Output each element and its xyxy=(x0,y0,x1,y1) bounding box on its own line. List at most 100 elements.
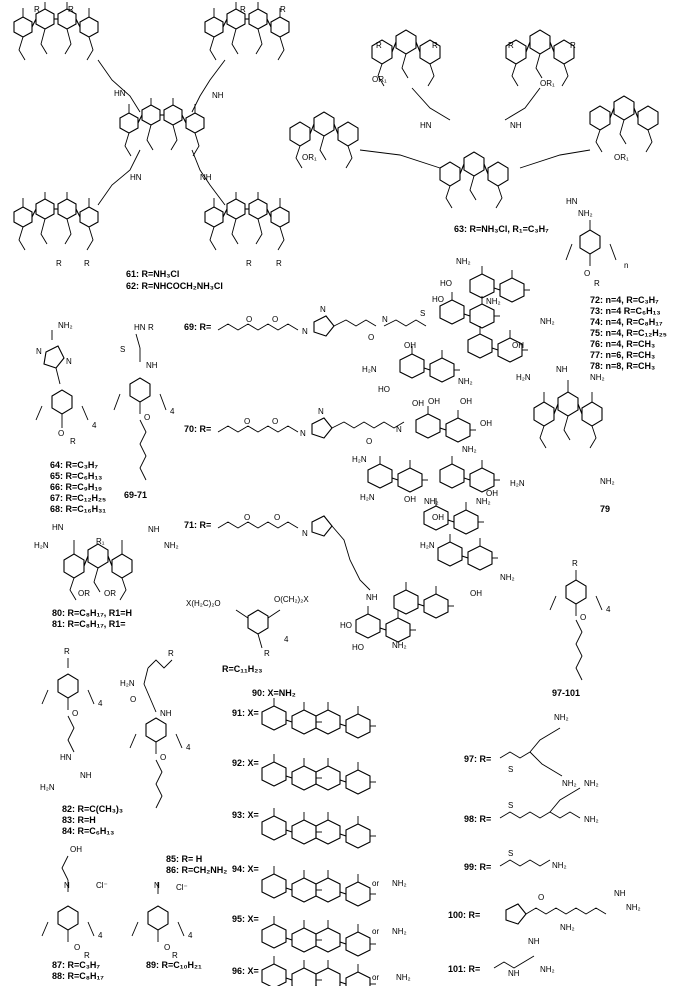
label-66: 66: R=C₉H₁₉ xyxy=(50,482,102,492)
atom-four: 4 xyxy=(98,931,103,940)
atom-nh2: NH₂ xyxy=(560,923,575,932)
atom-four: 4 xyxy=(170,407,175,416)
label-96: 96: X= xyxy=(232,966,259,976)
atom-nh: NH xyxy=(80,771,92,780)
label-77: 77: n=6, R=CH₃ xyxy=(590,350,655,360)
atom-r: R xyxy=(84,951,90,960)
structure-61-62 xyxy=(13,1,290,251)
atom-nh: NH xyxy=(200,173,212,182)
atom-nh: NH xyxy=(160,709,172,718)
atom-xchain-left: X(H₂C)₂O xyxy=(186,599,221,608)
or-text: or xyxy=(372,973,379,982)
atom-n: N xyxy=(302,529,308,538)
atom-s: S xyxy=(508,765,513,774)
atom-oh: OH xyxy=(404,341,416,350)
atom-o: O xyxy=(58,429,64,438)
atom-oh: OH xyxy=(460,397,472,406)
atom-hn: HN xyxy=(52,523,64,532)
r-group-100 xyxy=(505,903,607,925)
atom-n: N xyxy=(318,407,324,416)
label-100: 100: R= xyxy=(448,910,480,920)
atom-o: O xyxy=(74,943,80,952)
structure-89 xyxy=(131,882,185,942)
atom-h2n: H₂N xyxy=(362,365,377,374)
sugar-row-96 xyxy=(261,955,377,986)
atom-nh2: NH₂ xyxy=(392,641,407,650)
atom-nh2: NH₂ xyxy=(500,573,515,582)
atom-oh: OH xyxy=(412,399,424,408)
atom-h2n: H₂N xyxy=(516,373,531,382)
atom-o: O xyxy=(272,315,278,324)
atom-o: O xyxy=(368,333,374,342)
atom-h2n: H₂N xyxy=(40,783,55,792)
atom-r: R xyxy=(148,323,154,332)
atom-or1: OR₁ xyxy=(372,75,387,84)
atom-or1: OR₁ xyxy=(302,153,317,162)
label-78: 78: n=8, R=CH₃ xyxy=(590,361,655,371)
sugar-row-95 xyxy=(261,915,377,957)
structure-72-78 xyxy=(565,220,617,266)
atom-nh: NH xyxy=(614,889,626,898)
label-r-c11: R=C₁₁H₂₃ xyxy=(222,664,262,674)
atom-o: O xyxy=(538,893,544,902)
atom-r: R xyxy=(240,5,246,14)
label-73: 73: n=4 R=C₆H₁₃ xyxy=(590,306,661,316)
atom-ho: HO xyxy=(440,279,452,288)
r-group-97 xyxy=(499,727,563,777)
structure-69-71 xyxy=(113,333,167,481)
atom-o: O xyxy=(244,513,250,522)
atom-r: R xyxy=(64,647,70,656)
atom-nh2: NH₂ xyxy=(584,779,599,788)
atom-n: N xyxy=(396,425,402,434)
atom-s: S xyxy=(120,345,125,354)
atom-four: 4 xyxy=(92,421,97,430)
label-95: 95: X= xyxy=(232,914,259,924)
atom-s: S xyxy=(508,849,513,858)
atom-h2n: H₂N xyxy=(34,541,49,550)
sugar-row-93 xyxy=(261,807,377,849)
label-92: 92: X= xyxy=(232,758,259,768)
label-62: 62: R=NHCOCH₂NH₃Cl xyxy=(126,281,223,291)
atom-h2n: H₂N xyxy=(360,493,375,502)
atom-oh: OH xyxy=(480,419,492,428)
r-group-71 xyxy=(217,497,499,643)
structure-90-96 xyxy=(235,609,281,649)
label-94: 94: X= xyxy=(232,864,259,874)
structure-85-86 xyxy=(129,659,183,809)
label-71: 71: R= xyxy=(184,520,211,530)
atom-nh: NH xyxy=(510,121,522,130)
atom-nh2: NH₂ xyxy=(58,321,73,330)
sugar-row-92 xyxy=(261,753,377,795)
atom-r: R xyxy=(264,649,270,658)
label-90: 90: X=NH₂ xyxy=(252,688,296,698)
atom-nh2: NH₂ xyxy=(486,297,501,306)
label-83: 83: R=H xyxy=(62,815,96,825)
label-65: 65: R=C₆H₁₃ xyxy=(50,471,102,481)
atom-nh2: NH₂ xyxy=(392,879,407,888)
atom-n: N xyxy=(66,357,72,366)
label-88: 88: R=C₈H₁₇ xyxy=(52,971,104,981)
atom-n: N xyxy=(300,429,306,438)
atom-o: O xyxy=(580,613,586,622)
atom-o: O xyxy=(160,753,166,762)
atom-o: O xyxy=(130,695,136,704)
atom-nh2: NH₂ xyxy=(584,815,599,824)
atom-r: R xyxy=(56,259,62,268)
atom-h2n: H₂N xyxy=(510,479,525,488)
label-76: 76: n=4, R=CH₃ xyxy=(590,339,655,349)
structure-64-68 xyxy=(35,330,89,428)
atom-h2n: H₂N xyxy=(120,679,135,688)
atom-n-sub: n xyxy=(624,261,628,270)
atom-nh2: NH₂ xyxy=(554,713,569,722)
atom-o: O xyxy=(272,417,278,426)
structure-82-84 xyxy=(41,658,95,753)
atom-hn: HN xyxy=(60,753,72,762)
atom-o: O xyxy=(244,417,250,426)
structure-79 xyxy=(533,380,603,449)
atom-nh2: NH₂ xyxy=(458,377,473,386)
atom-nh: NH xyxy=(528,937,540,946)
atom-hn: HN xyxy=(130,173,142,182)
atom-r: R xyxy=(246,259,252,268)
r-group-70 xyxy=(217,405,501,493)
